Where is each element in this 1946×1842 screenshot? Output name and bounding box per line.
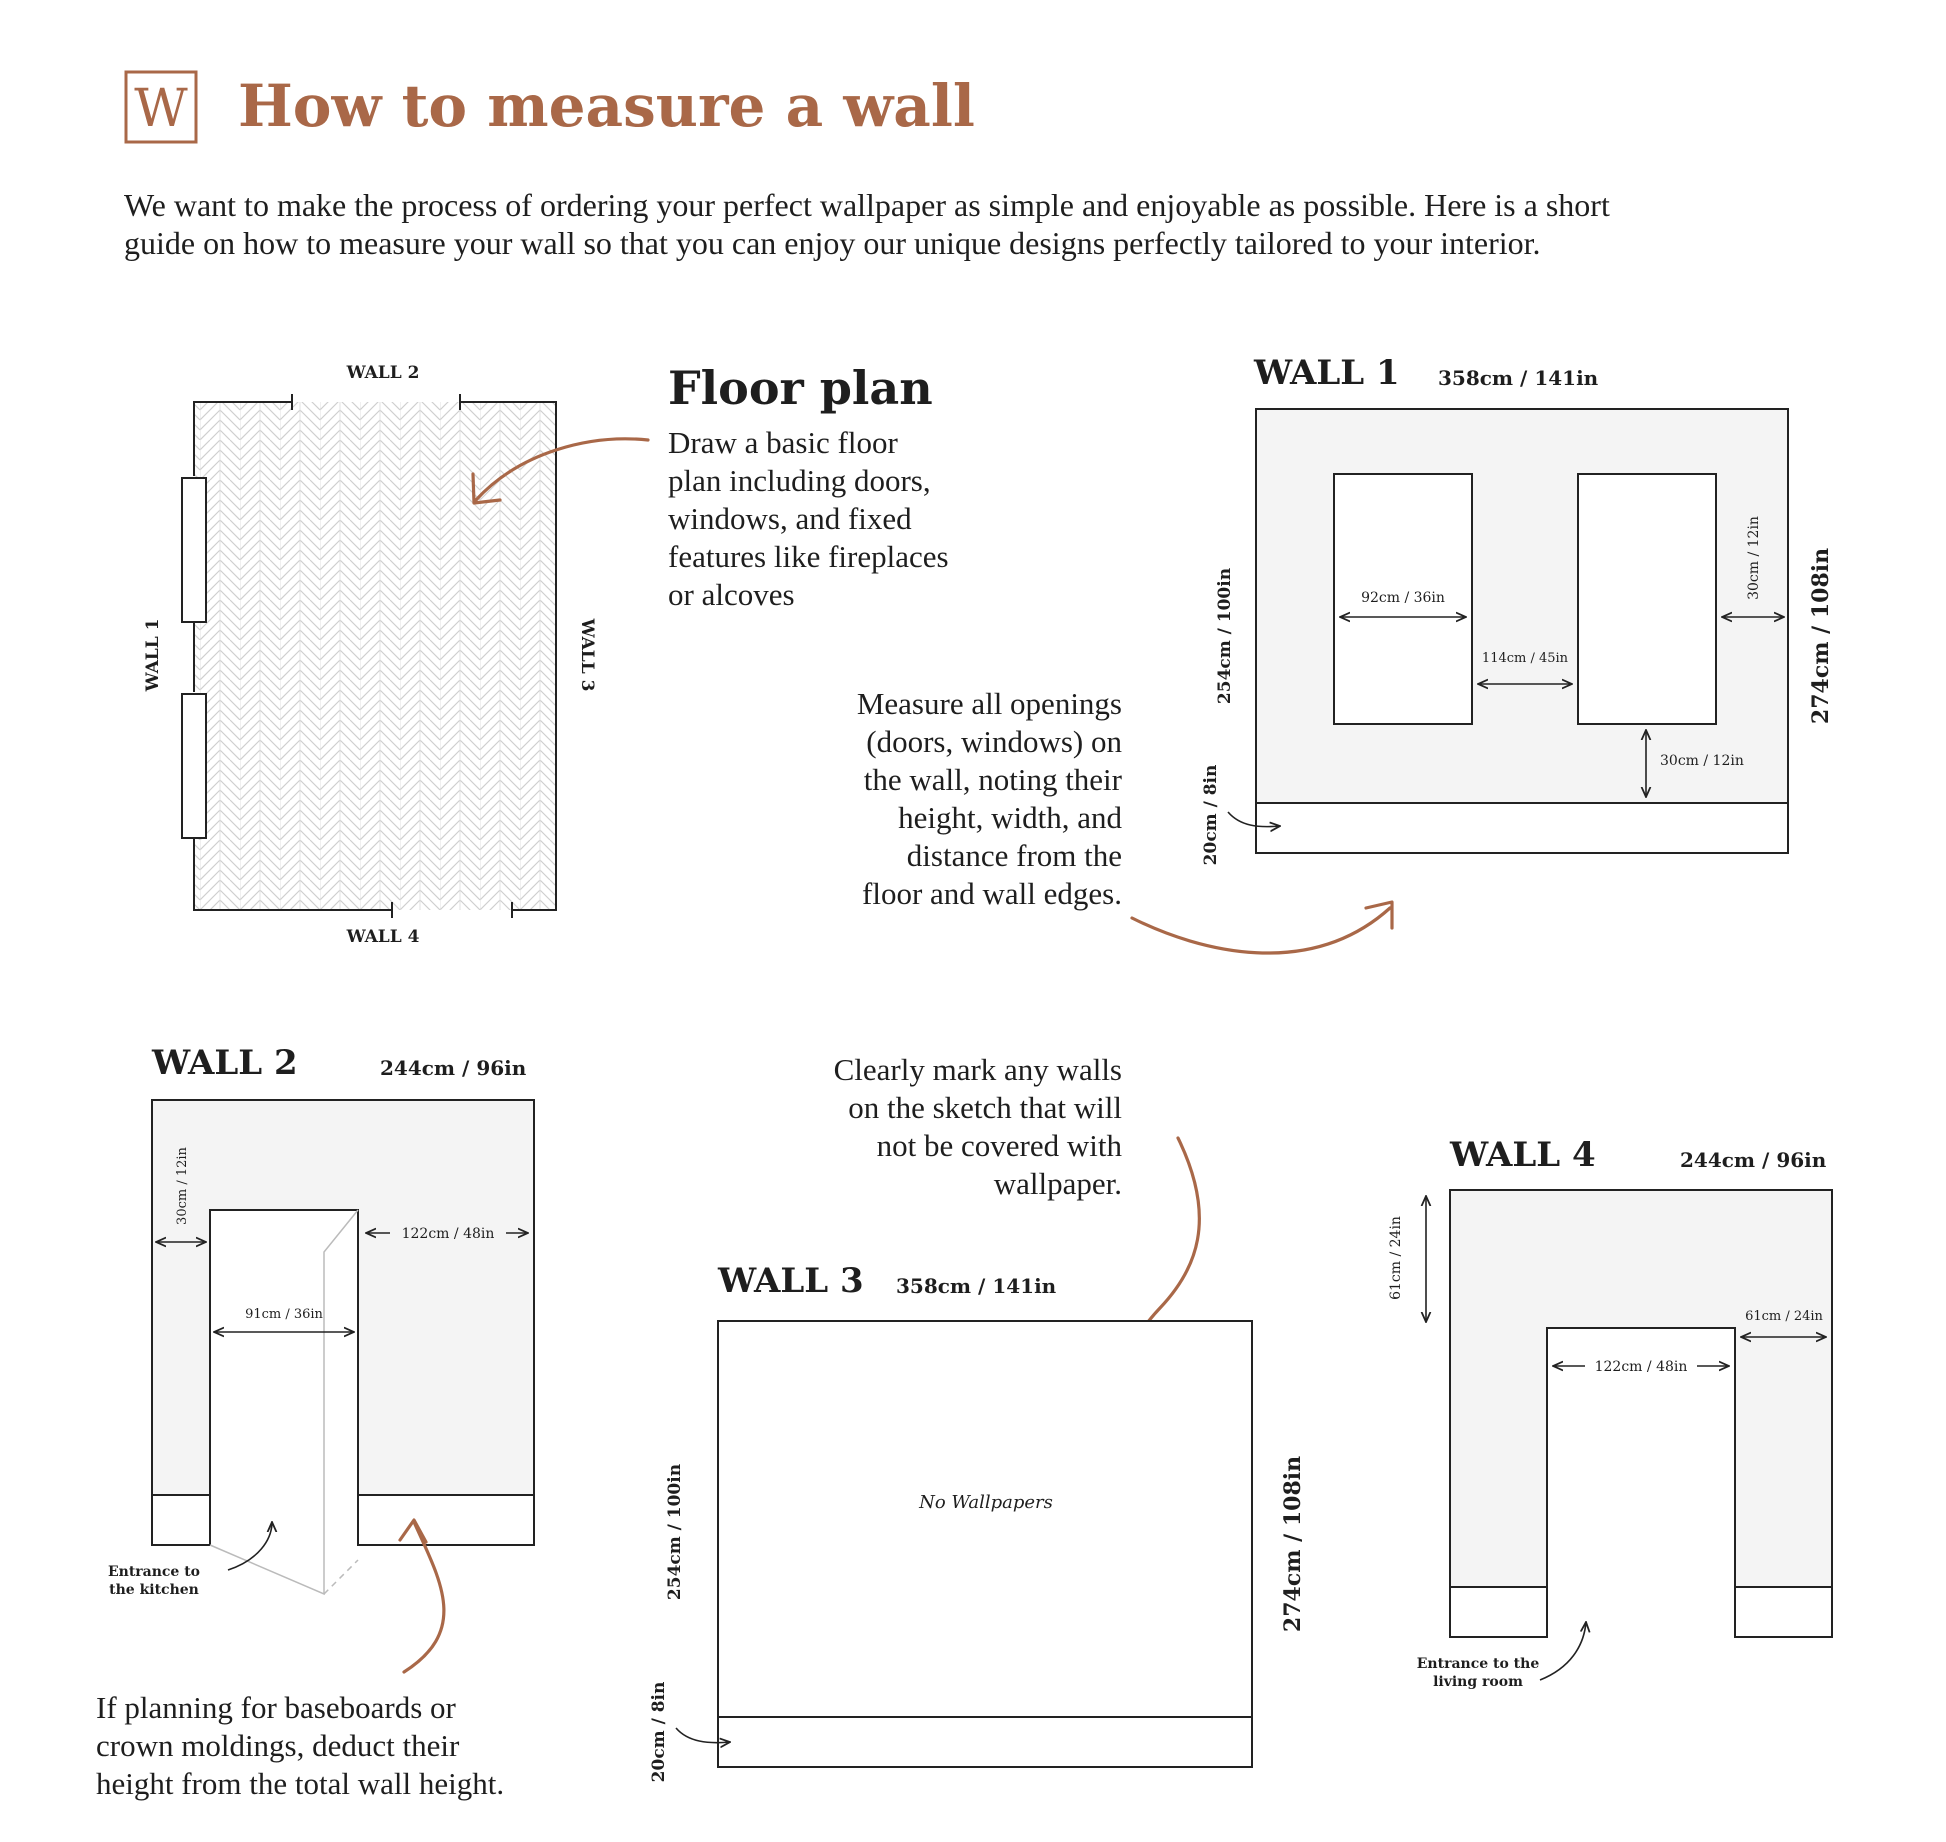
wall2-diagram: WALL 2 244cm / 96in 30cm / 12in 91cm / 3… [108,1043,535,1598]
baseboard-note-2: crown moldings, deduct their [96,1728,460,1763]
uncovered-note-2: on the sketch that will [848,1090,1122,1125]
floor-plan-text: Floor plan Draw a basic floor plan inclu… [471,361,949,612]
wall4-entrance-1: Entrance to the [1417,1656,1540,1672]
wall1-baseboard-label: 20cm / 8in [1201,765,1221,866]
wall2-entrance-1: Entrance to [108,1564,200,1580]
floor-plan-arrow [474,437,650,502]
intro-line-2: guide on how to measure your wall so tha… [124,225,1541,261]
intro-line-1: We want to make the process of ordering … [124,187,1610,223]
floor-plan-heading: Floor plan [668,361,933,415]
wall1-width: 358cm / 141in [1438,366,1599,390]
header: W How to measure a wall We want to make … [124,70,1610,261]
floor-plan-drawing: WALL 2 WALL 4 WALL 1 WALL 3 [143,363,597,947]
wall3-diagram: WALL 3 358cm / 141in No Wallpapers 254cm… [649,1261,1306,1782]
baseboard-note: If planning for baseboards or crown mold… [96,1518,504,1801]
logo-letter: W [134,79,188,139]
wall3-height-upper: 254cm / 100in [665,1464,685,1600]
floor-window-2 [181,693,207,839]
wall2-surface [151,1099,535,1496]
wall1-height-total: 274cm / 108in [1808,548,1834,724]
wall1-right-margin: 30cm / 12in [1746,516,1762,600]
uncovered-note-1: Clearly mark any walls [834,1052,1122,1087]
uncovered-note-3: not be covered with [877,1128,1123,1163]
wall4-surface [1449,1189,1833,1588]
wall4-title: WALL 4 [1449,1135,1596,1175]
wall1-baseboard [1255,802,1789,854]
wall2-left-margin: 30cm / 12in [175,1146,190,1224]
wall1-window-left [1333,473,1473,725]
openings-note-3: the wall, noting their [864,762,1123,797]
baseboard-arrow [402,1520,446,1674]
floor-wall-top-left [193,401,292,476]
wall3-title: WALL 3 [717,1261,864,1301]
floor-wall-right [460,401,557,911]
wall4-entrance-2: living room [1433,1674,1523,1690]
floor-plan-desc-5: or alcoves [668,577,795,612]
wall1-bottom-margin: 30cm / 12in [1660,753,1744,769]
wall4-right-section: 61cm / 24in [1745,1309,1823,1324]
baseboard-arrowhead [398,1518,428,1544]
openings-note-2: (doors, windows) on [866,724,1122,759]
wall4-baseboard-left [1449,1586,1548,1638]
openings-note-4: height, width, and [898,800,1122,835]
floor-plan-desc-3: windows, and fixed [668,501,912,536]
openings-note-5: distance from the [907,838,1122,873]
wall3-center-note: No Wallpapers [918,1492,1053,1513]
floor-label-wall1: WALL 1 [143,619,163,693]
wall4-top-height: 61cm / 24in [1388,1216,1404,1300]
openings-note-1: Measure all openings [857,686,1122,721]
wall2-door-swing [209,1209,359,1596]
wall3-baseboard [717,1716,1253,1768]
wall2-right-section: 122cm / 48in [402,1226,495,1242]
floor-plan-desc-4: features like fireplaces [668,539,949,574]
wall2-entrance-2: the kitchen [109,1582,199,1598]
wall1-height-upper: 254cm / 100in [1215,568,1235,704]
wall1-gap: 114cm / 45in [1482,651,1569,666]
wall3-surface [717,1320,1253,1718]
wall1-window-width: 92cm / 36in [1361,590,1445,606]
floor-label-wall3: WALL 3 [577,618,597,692]
wall4-baseboard-right [1734,1586,1833,1638]
floor-plan-desc-1: Draw a basic floor [668,425,898,460]
wall2-baseboard-right [357,1494,535,1546]
floor-wall-bottom [193,838,392,911]
floor-plan-desc-2: plan including doors, [668,463,931,498]
uncovered-note: Clearly mark any walls on the sketch tha… [834,1052,1201,1418]
wall1-window-right [1577,473,1717,725]
logo-box [124,70,198,144]
uncovered-note-4: wallpaper. [994,1166,1122,1201]
floor-window-1 [181,477,207,623]
wall1-title: WALL 1 [1253,353,1400,393]
openings-note: Measure all openings (doors, windows) on… [857,686,1394,955]
wall4-diagram: WALL 4 244cm / 96in 61cm / 24in 122cm / … [1388,1135,1833,1690]
wall2-door-width: 91cm / 36in [245,1307,323,1322]
page-title: How to measure a wall [238,72,975,140]
wall4-opening-width: 122cm / 48in [1595,1359,1688,1375]
openings-arrow [1130,906,1392,955]
wall3-baseboard-label: 20cm / 8in [649,1682,669,1783]
floor-label-wall2: WALL 2 [346,363,420,383]
floor-plan-arrowhead [471,472,502,505]
baseboard-note-1: If planning for baseboards or [96,1690,457,1725]
wall2-title: WALL 2 [151,1043,298,1083]
openings-note-6: floor and wall edges. [862,876,1122,911]
wall3-width: 358cm / 141in [896,1274,1057,1298]
wall4-width: 244cm / 96in [1680,1148,1827,1172]
wall3-height-total: 274cm / 108in [1280,1456,1306,1632]
floor-herringbone [194,402,556,910]
wall2-width: 244cm / 96in [380,1056,527,1080]
wall2-baseboard-left [151,1494,211,1546]
openings-arrowhead [1364,900,1394,930]
baseboard-note-3: height from the total wall height. [96,1766,504,1801]
floor-label-wall4: WALL 4 [346,927,420,947]
wall1-diagram: WALL 1 358cm / 141in 92cm / 36in 114cm /… [1201,353,1834,865]
